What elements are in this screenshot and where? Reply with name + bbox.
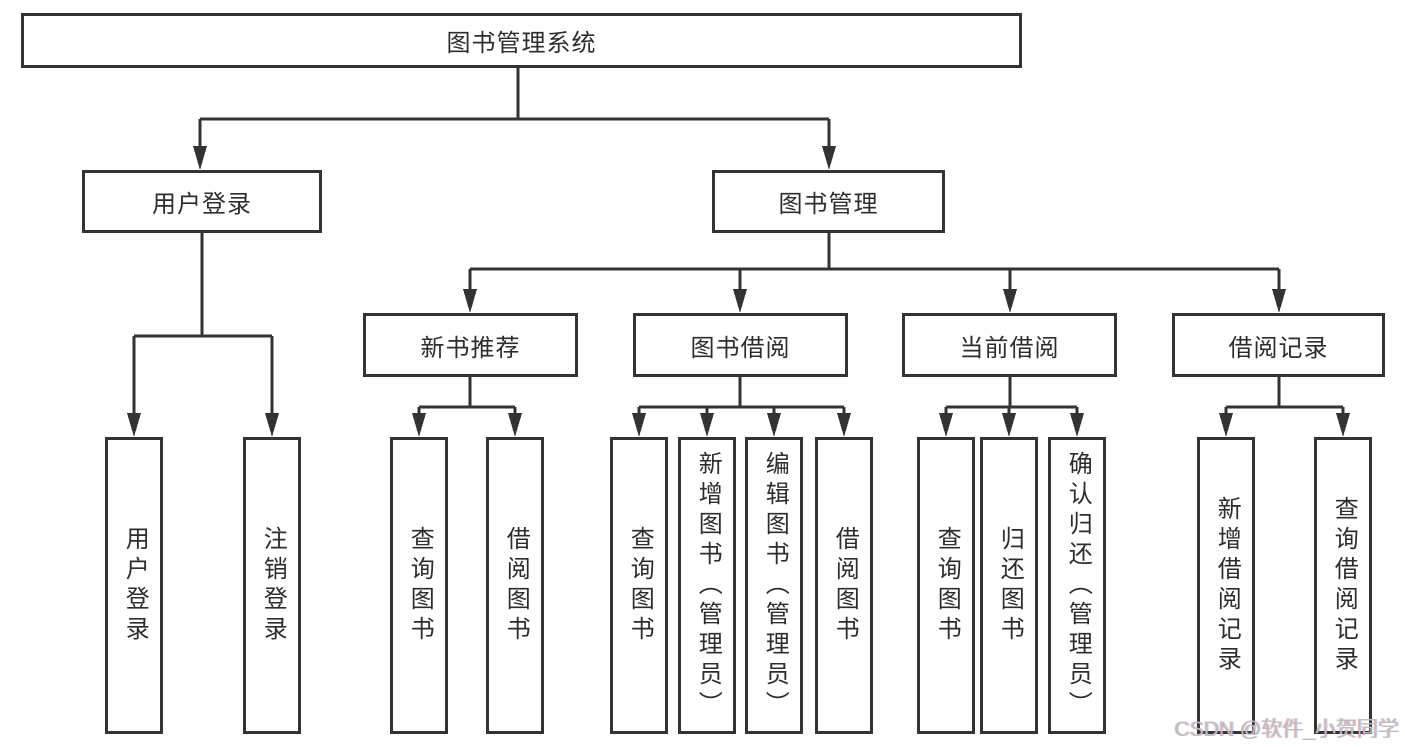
node-label: 借阅图书 [831,525,859,646]
node-new-book-recommendation: 新书推荐 [363,313,578,377]
node-label: 查询图书 [626,525,654,646]
node-label: 借阅图书 [502,525,530,646]
node-label: 图书借阅 [690,334,791,362]
node-label: 编辑图书（管理员） [761,450,789,721]
leaf-edit-book-admin: 编辑图书（管理员） [745,437,803,734]
leaf-logout: 注销登录 [243,437,301,734]
node-label: 查询图书 [406,525,434,646]
node-label: 注销登录 [259,525,287,646]
leaf-user-login: 用户登录 [105,437,163,734]
leaf-borrow-books: 借阅图书 [486,437,544,734]
leaf-add-book-admin: 新增图书（管理员） [678,437,736,734]
leaf-borrow-books: 借阅图书 [815,437,873,734]
node-label: 当前借阅 [959,334,1060,362]
node-label: 图书管理 [778,191,879,218]
node-label: 新增借阅记录 [1213,495,1241,676]
node-label: 查询图书 [933,525,961,646]
node-label: 新书推荐 [420,334,521,362]
node-label: 归还图书 [996,525,1024,646]
node-label: 图书管理系统 [446,30,597,57]
node-book-management: 图书管理 [712,170,945,233]
leaf-query-books: 查询图书 [917,437,975,734]
leaf-return-books: 归还图书 [980,437,1038,734]
node-user-login: 用户登录 [82,170,322,233]
leaf-query-books: 查询图书 [610,437,668,734]
node-borrowing-records: 借阅记录 [1172,313,1385,377]
node-library-system: 图书管理系统 [21,13,1022,68]
node-label: 确认归还（管理员） [1064,450,1092,721]
node-label: 用户登录 [152,191,252,218]
node-label: 新增图书（管理员） [694,450,722,721]
node-current-borrowing: 当前借阅 [902,313,1117,377]
leaf-query-books: 查询图书 [390,437,448,734]
leaf-query-borrow-record: 查询借阅记录 [1314,437,1372,734]
leaf-confirm-return-admin: 确认归还（管理员） [1048,437,1106,734]
node-book-borrowing: 图书借阅 [633,313,848,377]
node-label: 查询借阅记录 [1330,495,1358,676]
node-label: 借阅记录 [1228,334,1329,362]
node-label: 用户登录 [121,525,149,646]
csdn-watermark: CSDN @软件_小贺同学 [1174,718,1399,741]
leaf-add-borrow-record: 新增借阅记录 [1197,437,1255,734]
